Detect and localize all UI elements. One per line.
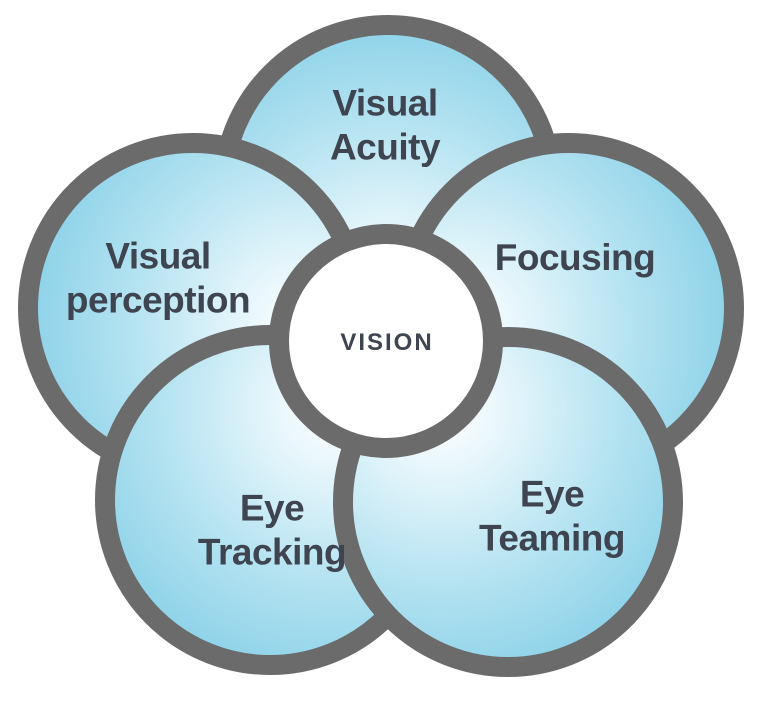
label-visual-acuity-line2: Acuity [329,127,441,168]
label-focusing: Focusing [494,236,656,280]
label-eye-tracking-line1: Eye [239,487,305,529]
label-visual-perception-line1: Visual [105,235,211,277]
label-visual-perception-line2: perception [65,280,251,321]
label-vision: VISION [340,329,434,356]
label-eye-teaming-line1: Eye [519,473,585,515]
label-visual-perception: Visual perception [65,235,251,324]
label-eye-teaming-line2: Teaming [479,518,625,559]
label-eye-tracking-line2: Tracking [197,532,347,573]
hub-circle-vision [269,224,503,458]
label-visual-acuity: Visual Acuity [329,82,441,171]
label-visual-acuity-line1: Visual [332,82,438,124]
label-eye-tracking: Eye Tracking [197,487,347,576]
label-eye-teaming: Eye Teaming [479,473,625,562]
label-focusing-line1: Focusing [494,236,656,278]
